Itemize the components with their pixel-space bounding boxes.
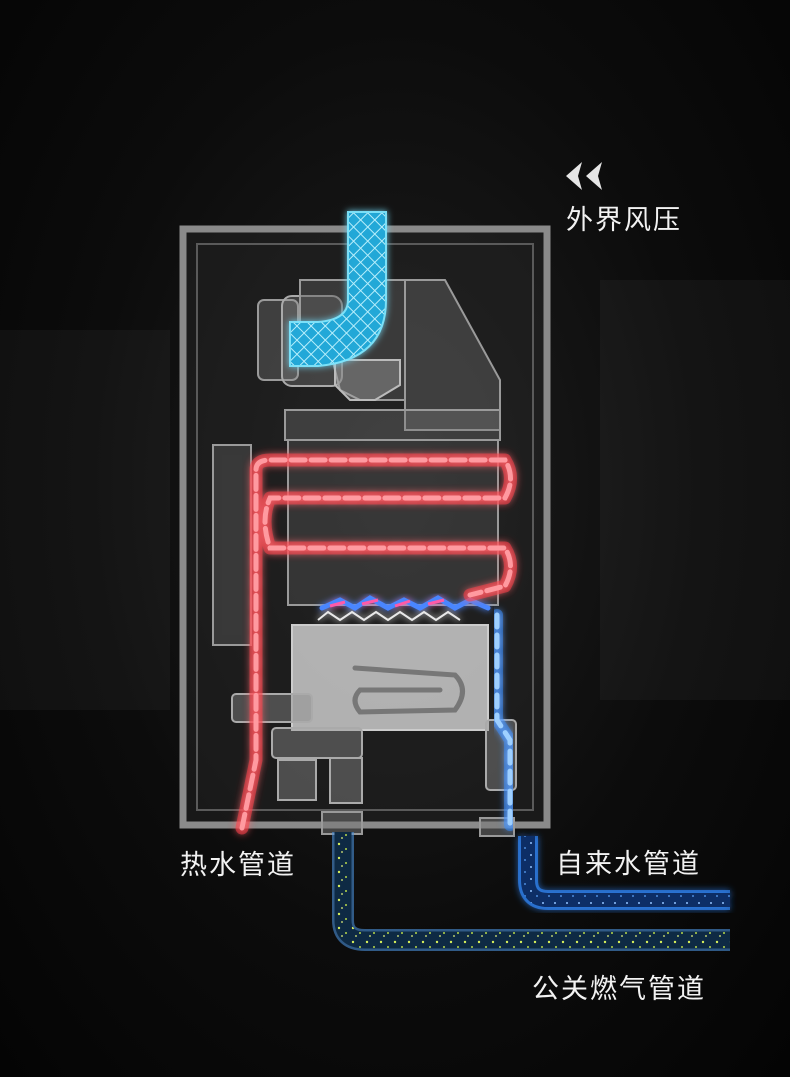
burner-box — [291, 624, 489, 731]
label-gas-pipe: 公关燃气管道 — [532, 974, 706, 1005]
cold-water-inner-path — [491, 609, 516, 831]
label-tap-water-pipe: 自来水管道 — [556, 849, 701, 880]
flue-pipe — [289, 211, 387, 367]
hot-water-path — [235, 453, 517, 835]
tap-water-pipe — [518, 836, 730, 910]
gas-pipe — [332, 832, 730, 951]
label-outside-pressure: 外界风压 — [566, 205, 682, 236]
label-hot-water-pipe: 热水管道 — [180, 850, 296, 881]
double-chevron-left-icon — [566, 162, 602, 190]
burner-flames — [317, 595, 491, 622]
control-panel — [212, 444, 252, 646]
heat-exchanger — [284, 409, 501, 606]
